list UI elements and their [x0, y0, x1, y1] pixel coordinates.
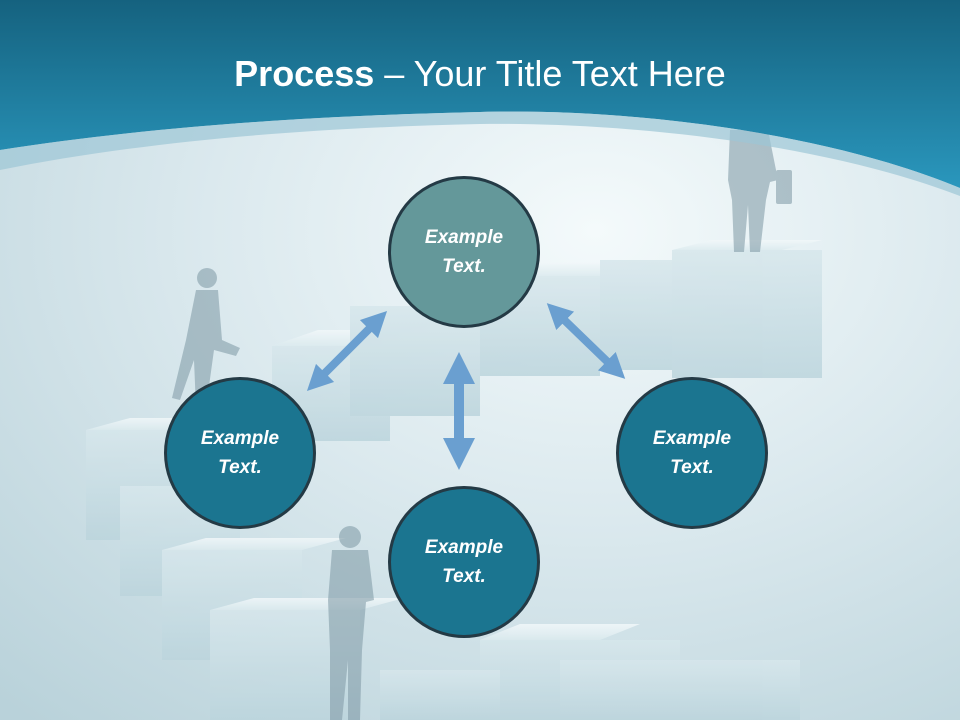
title-strong: Process — [234, 53, 375, 94]
process-node-bottom[interactable]: Example Text. — [388, 486, 540, 638]
node-top-line1: Example — [424, 227, 504, 248]
node-bottom-line1: Example — [424, 537, 504, 558]
node-right-line1: Example — [652, 428, 732, 449]
person-silhouettes — [172, 107, 792, 720]
node-left-line2: Text. — [218, 457, 262, 478]
header-swoosh — [0, 111, 960, 196]
process-node-right[interactable]: Example Text. — [616, 377, 768, 529]
process-node-top[interactable]: Example Text. — [388, 176, 540, 328]
header-band — [0, 0, 960, 188]
page-title: Process – Your Title Text Here — [0, 52, 960, 96]
node-right-line2: Text. — [670, 457, 714, 478]
node-left-line1: Example — [200, 428, 280, 449]
title-rest: – Your Title Text Here — [374, 53, 726, 94]
node-top-line2: Text. — [442, 256, 486, 277]
process-node-left[interactable]: Example Text. — [164, 377, 316, 529]
node-bottom-line2: Text. — [442, 566, 486, 587]
